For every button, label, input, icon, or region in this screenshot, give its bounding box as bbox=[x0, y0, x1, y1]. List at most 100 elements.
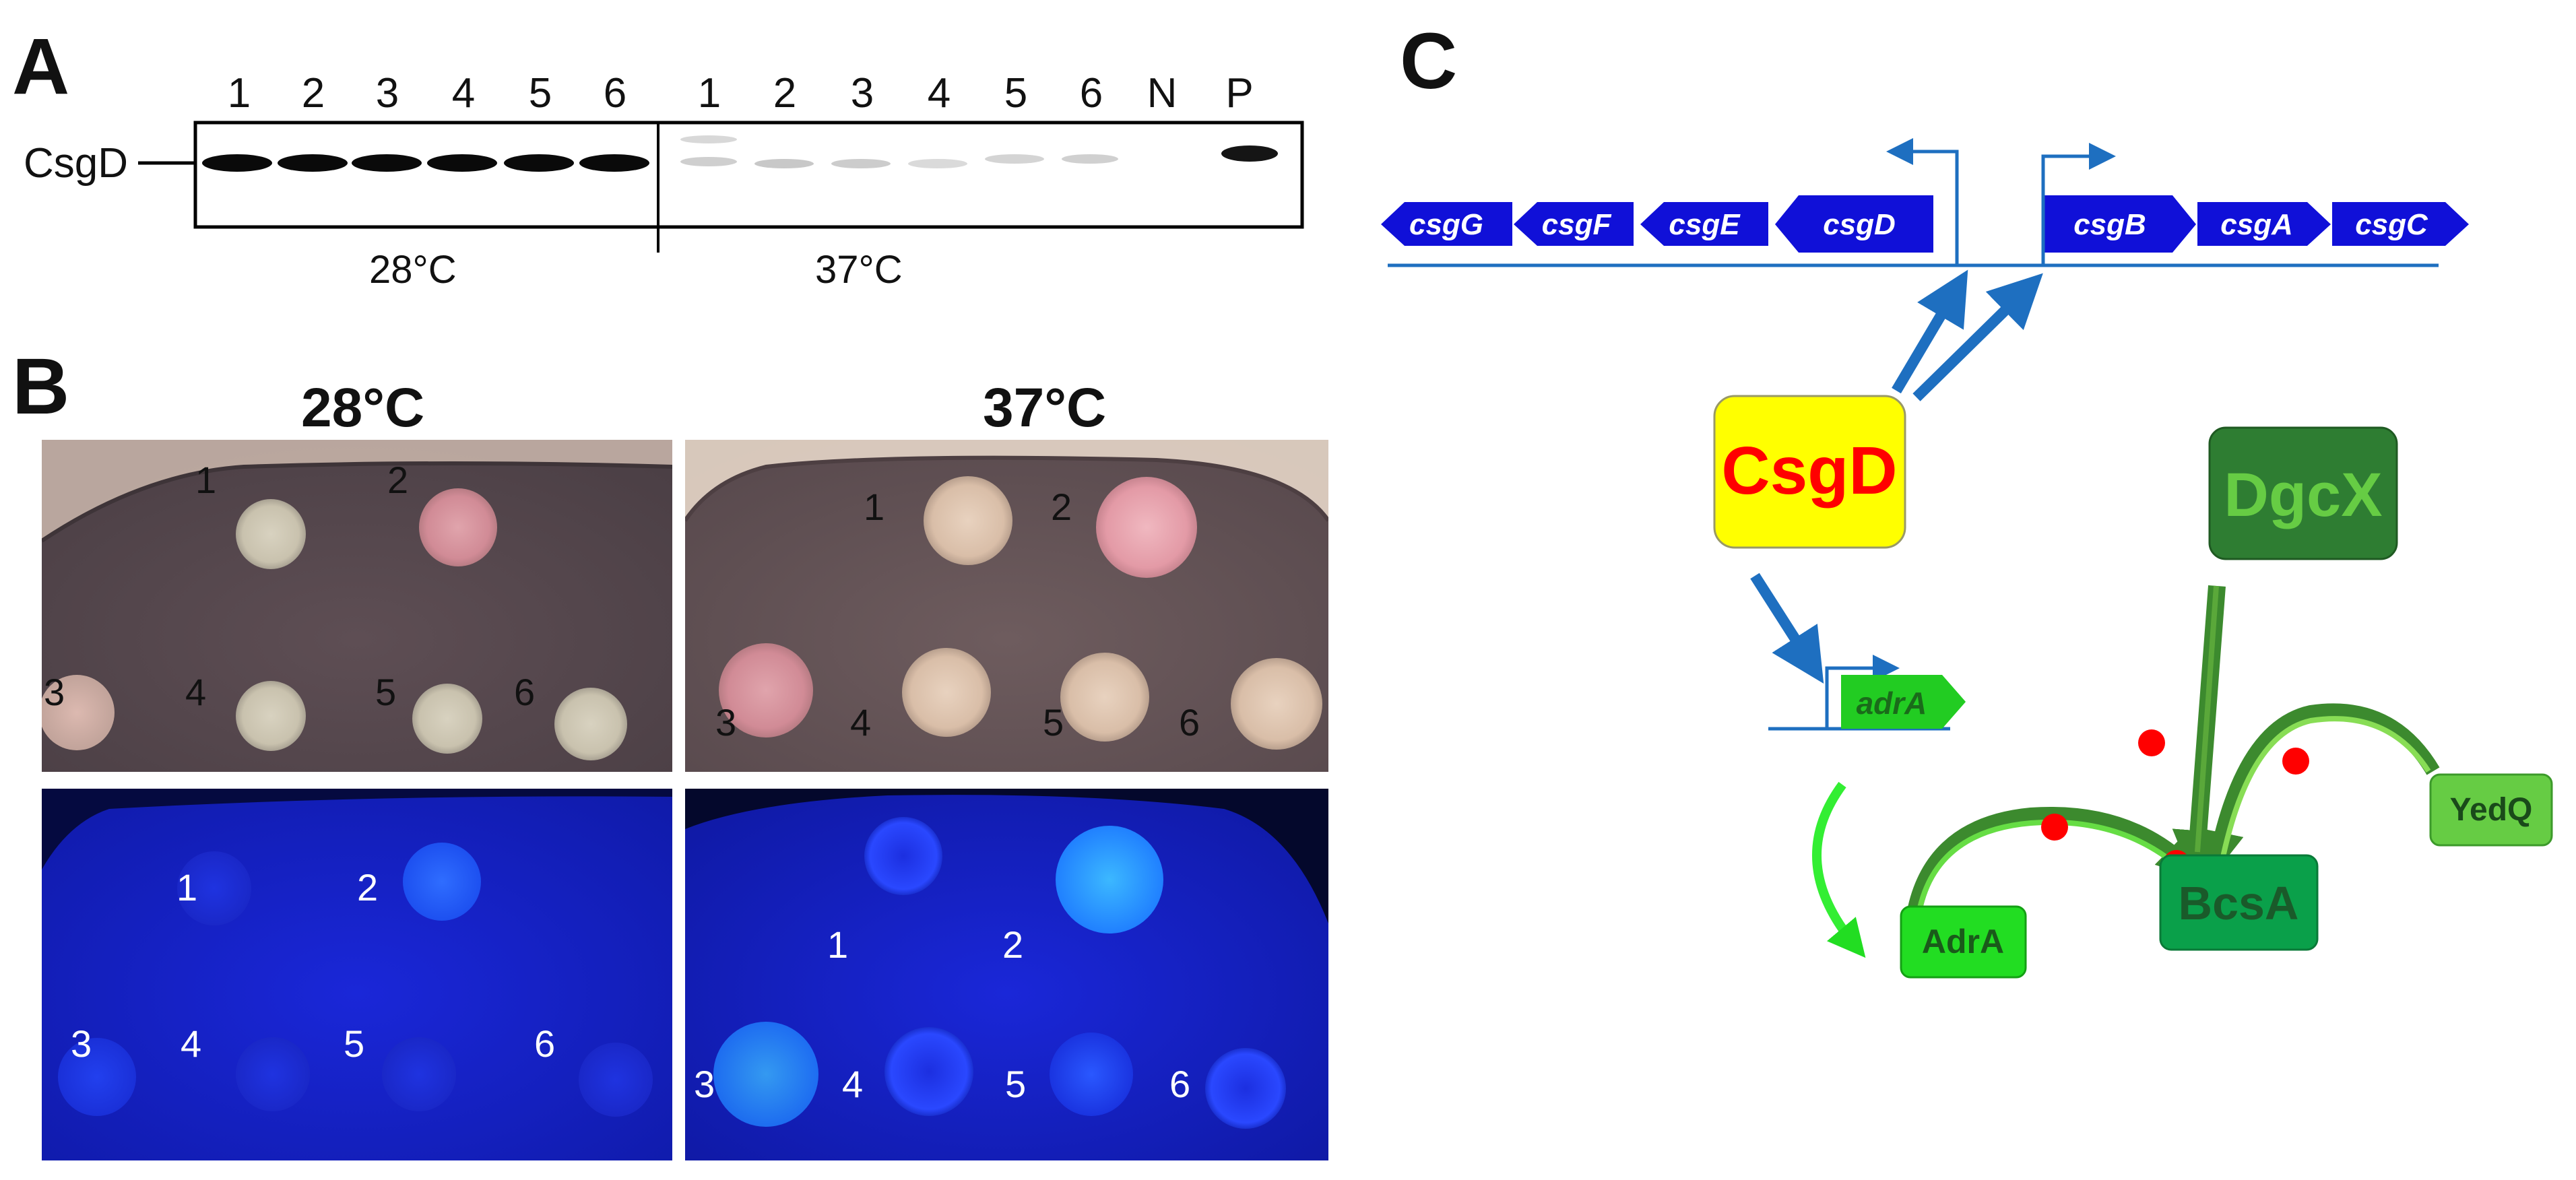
colony-number: 4 bbox=[185, 671, 207, 713]
colony bbox=[236, 499, 306, 569]
panel-c-letter: C bbox=[1400, 17, 1458, 106]
colony bbox=[42, 675, 115, 750]
blot-band bbox=[504, 154, 574, 172]
colony bbox=[902, 648, 991, 737]
cdg-arrow-adra bbox=[1904, 807, 2202, 929]
protein-box-adra bbox=[1900, 905, 2027, 979]
lane-label: 2 bbox=[301, 70, 325, 117]
gene-csgG bbox=[1381, 202, 1512, 246]
blot-band bbox=[680, 135, 737, 143]
colony-number: 6 bbox=[1169, 1063, 1191, 1105]
colony bbox=[382, 1037, 456, 1111]
gene-csgF bbox=[1514, 202, 1634, 246]
colony-number: 5 bbox=[375, 671, 397, 713]
regulation-diagram: csgG csgF csgE csgD csgB csgA csgC adrA … bbox=[1381, 138, 2553, 979]
colony-number: 3 bbox=[715, 701, 737, 744]
cdg-arrow-yedq bbox=[2199, 703, 2440, 876]
activation-arrow bbox=[1912, 273, 2043, 401]
gene-csgB bbox=[2044, 195, 2196, 253]
colony-number: 6 bbox=[534, 1022, 556, 1065]
colony-number: 2 bbox=[1051, 486, 1072, 528]
bands-28C bbox=[202, 154, 649, 172]
plate-rim bbox=[42, 789, 672, 870]
gene-adrA bbox=[1841, 675, 1966, 729]
colony-number: 2 bbox=[387, 459, 409, 501]
blot-band bbox=[427, 154, 497, 172]
calcofluor-plate-28 bbox=[42, 789, 672, 1160]
band-label: CsgD bbox=[24, 140, 129, 187]
protein-box-bcsa bbox=[2159, 854, 2319, 951]
gene-label: csgB bbox=[2073, 208, 2146, 241]
colony bbox=[579, 1043, 653, 1117]
congo-red-plate-37 bbox=[685, 440, 1328, 772]
gene-label: csgC bbox=[2355, 208, 2428, 241]
translation-arrow bbox=[1812, 781, 1866, 958]
blot-band bbox=[831, 159, 891, 168]
c-di-gmp-dot bbox=[2282, 748, 2309, 775]
bcsa-label: BcsA bbox=[2179, 877, 2299, 929]
activation-arrow bbox=[1750, 572, 1824, 684]
blot-band bbox=[680, 157, 737, 166]
colony-number: 3 bbox=[44, 671, 65, 713]
colony-number: 4 bbox=[850, 701, 872, 744]
gene-label: csgA bbox=[2220, 208, 2293, 241]
blot-band bbox=[908, 159, 967, 168]
blot-band bbox=[352, 154, 422, 172]
colony bbox=[1205, 1048, 1286, 1129]
lane-label: 5 bbox=[1004, 70, 1028, 117]
colony-number: 1 bbox=[827, 923, 849, 966]
colony bbox=[924, 476, 1012, 565]
colony-number: 3 bbox=[71, 1022, 92, 1065]
colony bbox=[554, 688, 627, 760]
western-blot bbox=[138, 121, 1304, 253]
gene-label: csgD bbox=[1823, 208, 1896, 241]
colony-number: 1 bbox=[864, 486, 885, 528]
gene-csgE bbox=[1640, 202, 1768, 246]
colony-number: 4 bbox=[181, 1022, 202, 1065]
lane-label: 3 bbox=[375, 70, 399, 117]
colony bbox=[1096, 477, 1197, 578]
lane-label: 4 bbox=[927, 70, 951, 117]
colony bbox=[713, 1022, 818, 1127]
blot-band bbox=[754, 159, 814, 168]
promoter-csgB bbox=[2041, 143, 2116, 265]
colony bbox=[403, 843, 481, 921]
congo-red-plate-28 bbox=[42, 440, 672, 772]
dgcx-label: DgcX bbox=[2224, 461, 2382, 529]
colony bbox=[884, 1027, 973, 1116]
colony-number: 6 bbox=[1179, 701, 1200, 744]
protein-box-dgcx bbox=[2208, 426, 2398, 560]
csgd-label: CsgD bbox=[1721, 433, 1897, 509]
colony-number: 3 bbox=[694, 1063, 715, 1105]
blot-frame bbox=[193, 121, 1304, 229]
colony-number: 5 bbox=[344, 1022, 365, 1065]
blot-band bbox=[579, 154, 649, 172]
colony bbox=[412, 684, 482, 754]
plate-rim bbox=[685, 789, 1328, 923]
activation-arrow bbox=[1892, 269, 1968, 394]
yedq-label: YedQ bbox=[2450, 792, 2533, 828]
protein-box-yedq bbox=[2429, 773, 2553, 847]
temp-label-28: 28°C bbox=[369, 248, 457, 292]
panel-a-letter: A bbox=[12, 22, 70, 111]
lane-label: 6 bbox=[603, 70, 627, 117]
colony bbox=[719, 643, 813, 738]
blot-band bbox=[1062, 154, 1118, 164]
c-di-gmp-dot bbox=[2138, 729, 2165, 756]
gene-csgC bbox=[2332, 202, 2469, 246]
colony bbox=[864, 817, 942, 895]
promoter-csgD bbox=[1886, 138, 1959, 265]
blot-band bbox=[985, 154, 1044, 164]
bands-37C bbox=[680, 135, 1278, 168]
adra-label: AdrA bbox=[1922, 923, 2004, 960]
promoter-adrA bbox=[1825, 655, 1900, 729]
temp-label-37: 37°C bbox=[815, 248, 903, 292]
colony-number: 2 bbox=[357, 866, 379, 909]
colony bbox=[1056, 826, 1163, 933]
colony-number: 1 bbox=[176, 866, 198, 909]
lane-label: 6 bbox=[1079, 70, 1103, 117]
colony-number: 1 bbox=[195, 459, 217, 501]
lane-label: 5 bbox=[528, 70, 552, 117]
lane-label: 1 bbox=[227, 70, 251, 117]
colony bbox=[236, 1037, 310, 1111]
